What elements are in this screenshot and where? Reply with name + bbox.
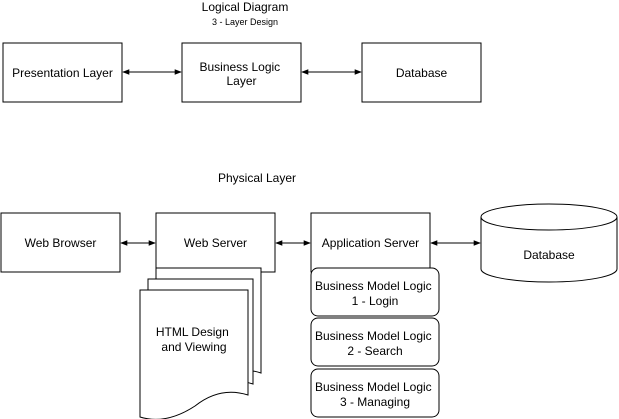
web-browser-label: Web Browser <box>25 236 97 250</box>
bml-search-label-line2: 2 - Search <box>347 344 402 358</box>
svg-text:Business Logic Layer: Business Logic Layer <box>199 60 283 88</box>
html-design-label-line2: and Viewing <box>161 340 226 354</box>
presentation-layer-label: Presentation Layer <box>12 66 113 80</box>
business-logic-layer-box: Business Logic Layer <box>181 42 302 103</box>
svg-text:HTML Design and Viewing: HTML Design and Viewing <box>156 325 232 354</box>
business-model-logic-search-box: Business Model Logic 2 - Search <box>310 317 440 367</box>
application-server-box: Application Server <box>310 212 431 273</box>
business-logic-layer-label-line1: Business Logic <box>199 60 280 74</box>
physical-database-label: Database <box>523 248 575 262</box>
html-design-label-line1: HTML Design <box>156 325 229 339</box>
business-model-logic-login-box: Business Model Logic 1 - Login <box>310 267 440 317</box>
presentation-layer-box: Presentation Layer <box>2 42 123 103</box>
bml-login-label-line2: 1 - Login <box>352 294 399 308</box>
web-browser-box: Web Browser <box>0 212 121 273</box>
logical-database-label: Database <box>396 66 448 80</box>
web-server-label: Web Server <box>184 236 247 250</box>
business-model-logic-managing-box: Business Model Logic 3 - Managing <box>310 368 440 418</box>
physical-database-cylinder: Database <box>480 203 618 283</box>
bml-managing-label-line2: 3 - Managing <box>340 395 410 409</box>
application-server-label: Application Server <box>322 236 419 250</box>
logical-database-box: Database <box>361 42 482 103</box>
svg-text:Business Model Logic 3 -: Business Model Logic 3 - Managing <box>315 380 435 409</box>
bml-managing-label-line1: Business Model Logic <box>315 380 432 394</box>
logical-diagram-title: Logical Diagram <box>202 0 289 14</box>
business-logic-layer-label-line2: Layer <box>226 74 256 88</box>
svg-text:Business Model Logic 1 -: Business Model Logic 1 - Login <box>315 279 435 308</box>
bml-search-label-line1: Business Model Logic <box>315 329 432 343</box>
html-design-document-stack: HTML Design and Viewing <box>139 267 262 419</box>
web-server-box: Web Server <box>155 212 276 273</box>
bml-login-label-line1: Business Model Logic <box>315 279 432 293</box>
logical-diagram-subtitle: 3 - Layer Design <box>212 17 278 27</box>
svg-text:Business Model Logic 2 -: Business Model Logic 2 - Search <box>315 329 435 358</box>
physical-layer-title: Physical Layer <box>218 171 296 185</box>
